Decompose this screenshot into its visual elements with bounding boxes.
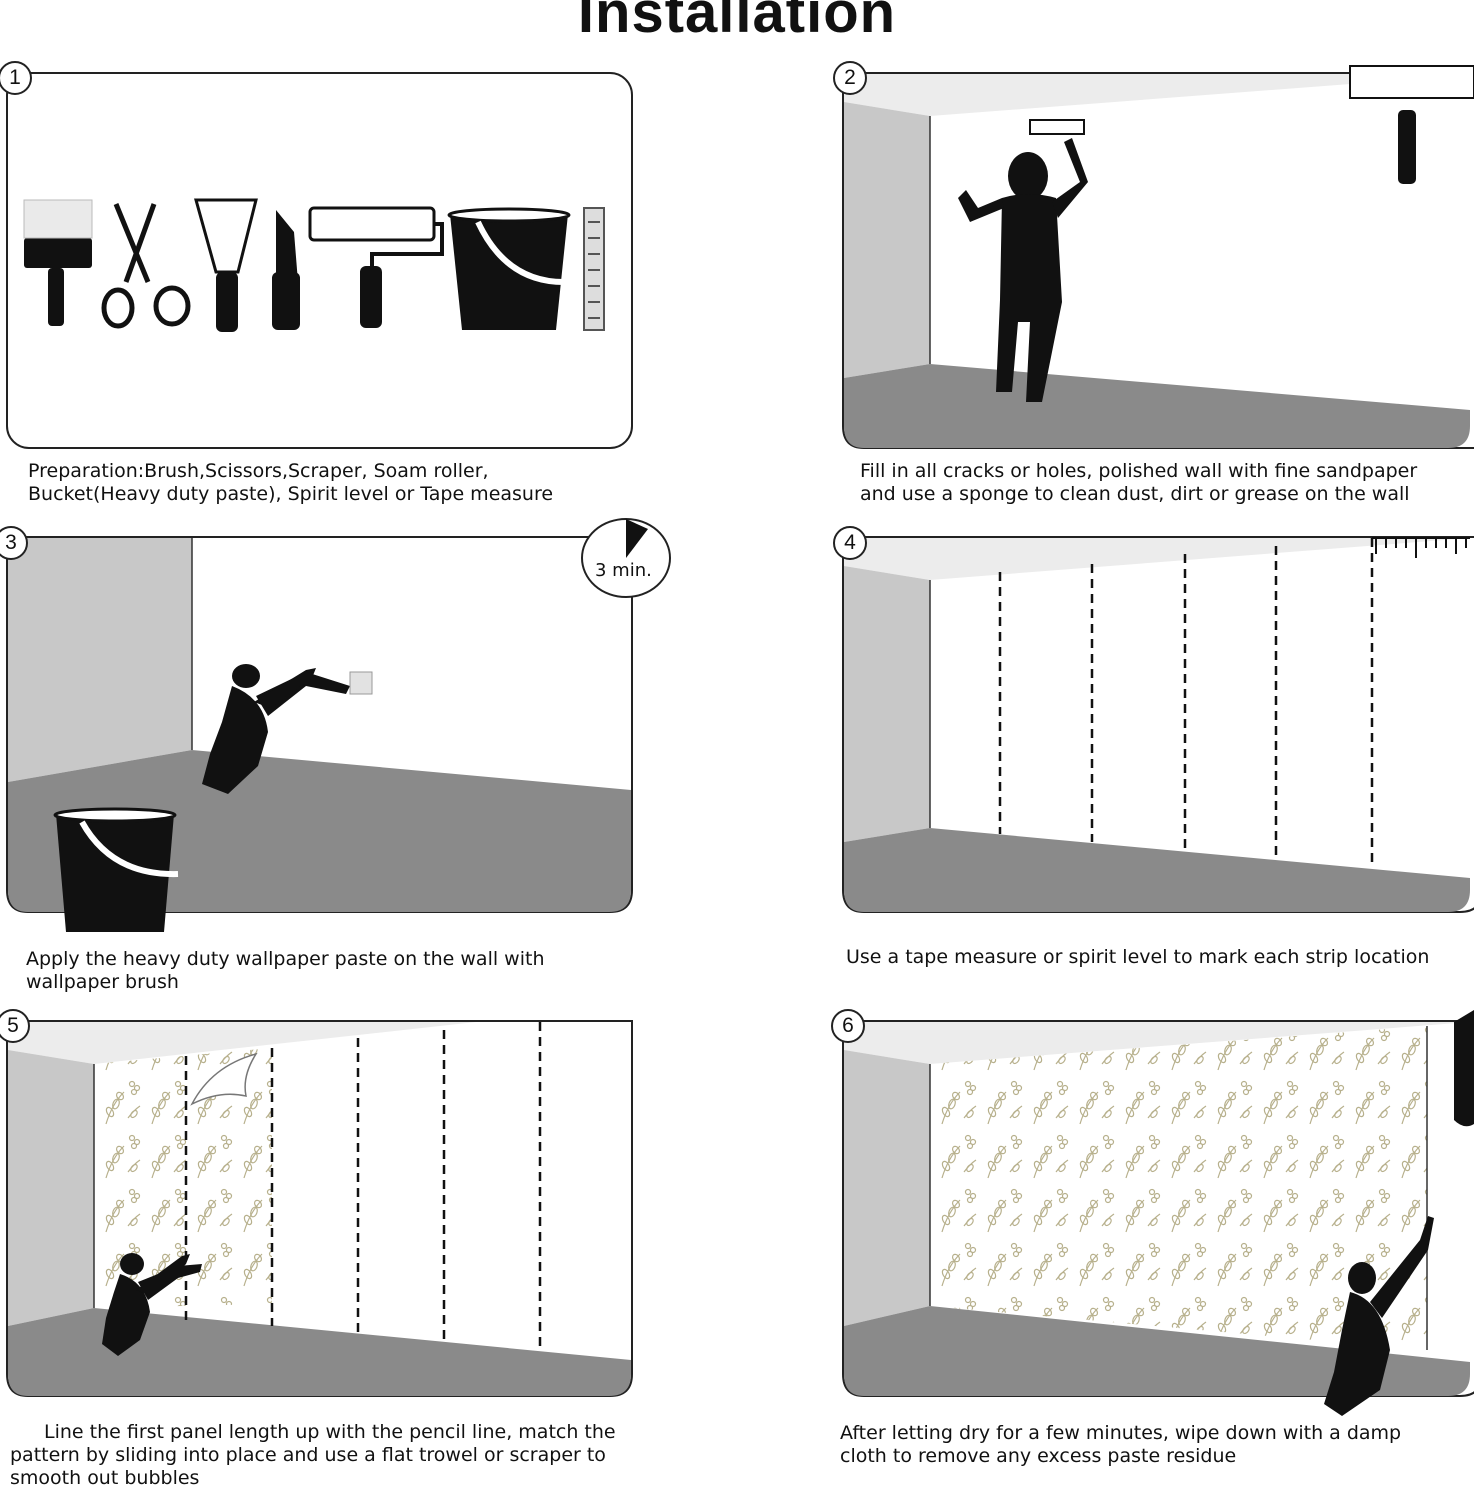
step-3-number: 3 — [0, 526, 28, 560]
step-2-number: 2 — [833, 61, 867, 95]
tape-measure-icon — [1372, 537, 1470, 558]
hanging-room-illustration — [6, 1020, 633, 1397]
brush-icon — [23, 199, 93, 326]
step-4-caption: Use a tape measure or spirit level to ma… — [846, 946, 1430, 968]
roller-icon — [1454, 1010, 1474, 1127]
person-silhouette — [102, 1253, 202, 1356]
tools-illustration — [6, 72, 633, 449]
bucket-icon — [53, 807, 179, 932]
step-4-number: 4 — [833, 526, 867, 560]
marking-room-illustration — [842, 536, 1474, 913]
person-silhouette — [1324, 1216, 1434, 1416]
step-3-panel — [6, 536, 634, 932]
step-5-caption: Line the first panel length up with the … — [10, 1421, 616, 1489]
step-1-caption: Preparation:Brush,Scissors,Scraper, Soam… — [28, 460, 554, 505]
step-3-caption: Apply the heavy duty wallpaper paste on … — [26, 948, 545, 993]
scissors-icon — [101, 203, 191, 329]
wallpaper-pattern — [930, 1026, 1427, 1350]
finished-room-illustration — [842, 1010, 1474, 1416]
step-4-panel — [842, 536, 1474, 914]
step-5-number: 5 — [0, 1009, 30, 1043]
sanding-room-illustration — [842, 65, 1474, 449]
timer-label: 3 min. — [595, 560, 652, 581]
wallpaper-pattern — [94, 1048, 272, 1308]
bucket-icon — [447, 207, 571, 330]
timer-icon — [580, 517, 671, 598]
step-6-panel — [842, 1010, 1474, 1416]
step-1-panel — [6, 72, 634, 450]
scraper-icon — [194, 198, 258, 332]
step-5-panel — [6, 1020, 634, 1398]
step-1-number: 1 — [0, 61, 32, 95]
page-title: Installation — [577, 0, 897, 45]
strip-guide-lines — [998, 538, 1374, 866]
paste-room-illustration — [6, 536, 633, 932]
person-silhouette — [202, 664, 350, 794]
step-2-panel — [842, 65, 1474, 450]
roller-icon — [1349, 65, 1474, 184]
spirit-level-icon — [583, 207, 605, 331]
step-2-caption: Fill in all cracks or holes, polished wa… — [860, 460, 1418, 505]
roller-icon — [308, 206, 444, 328]
step-6-caption: After letting dry for a few minutes, wip… — [840, 1422, 1402, 1467]
step-6-number: 6 — [831, 1009, 865, 1043]
knife-icon — [272, 210, 300, 330]
person-silhouette — [958, 138, 1088, 402]
peeling-corner-icon — [190, 1052, 258, 1106]
strip-guide-lines — [184, 1022, 542, 1350]
